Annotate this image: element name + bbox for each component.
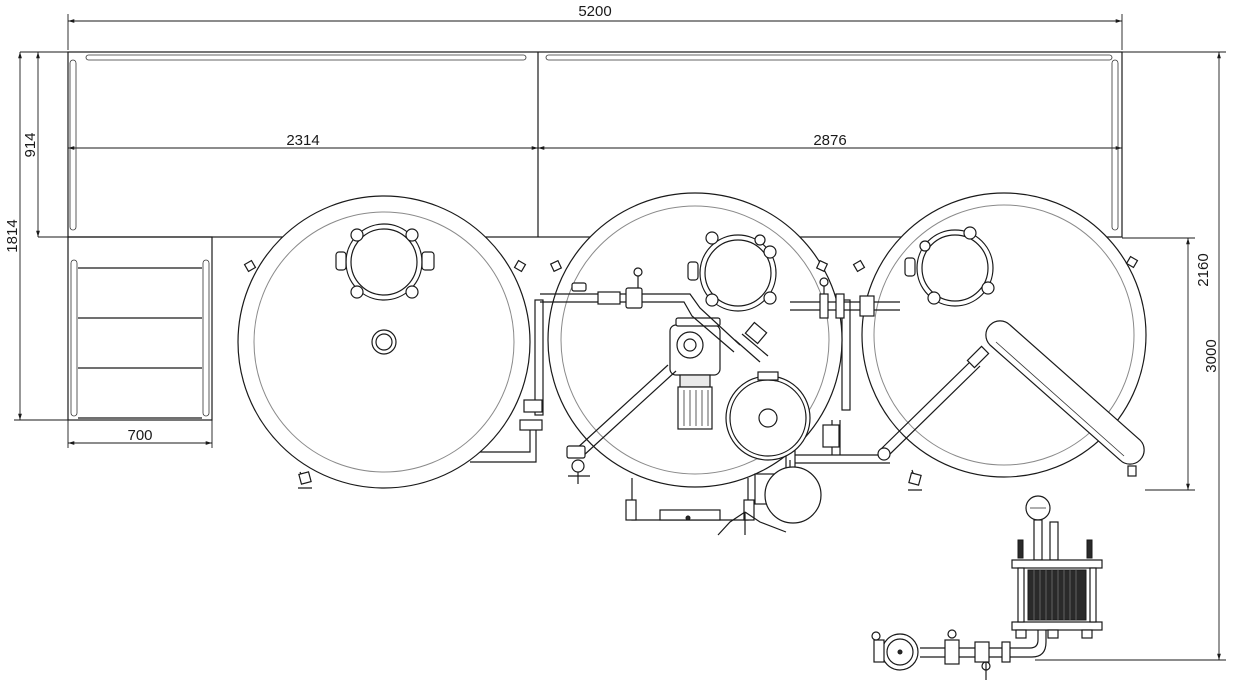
pump-skid <box>625 466 822 536</box>
sight-port-1 <box>371 329 397 355</box>
dim-platform-right-width: 2876 <box>813 132 846 149</box>
whirlpool-inlet-vessel <box>725 371 811 461</box>
vessel-2 <box>540 192 843 536</box>
dim-platform-stairs-depth: 1814 <box>4 219 21 252</box>
plate-heat-exchanger <box>871 495 1103 680</box>
manway-1 <box>335 223 435 301</box>
dim-overall-width: 5200 <box>578 3 611 20</box>
dim-platform-depth: 914 <box>22 132 39 157</box>
dim-stairs-width: 700 <box>127 427 152 444</box>
dim-vessels-depth: 2160 <box>1195 253 1212 286</box>
dim-platform-left-width: 2314 <box>286 132 319 149</box>
vessel-1 <box>237 195 531 489</box>
exchanger-plates <box>1027 569 1087 621</box>
agitator-drive <box>669 317 721 430</box>
vessel-3 <box>790 192 1147 491</box>
dim-overall-depth: 3000 <box>1203 339 1220 372</box>
access-stairs <box>67 236 213 421</box>
manway-2 <box>687 231 777 312</box>
dimension-labels: 5200 2314 2876 700 914 1814 2160 3000 <box>4 3 1220 444</box>
manway-3 <box>904 226 995 307</box>
sparge-arm <box>985 320 1145 465</box>
